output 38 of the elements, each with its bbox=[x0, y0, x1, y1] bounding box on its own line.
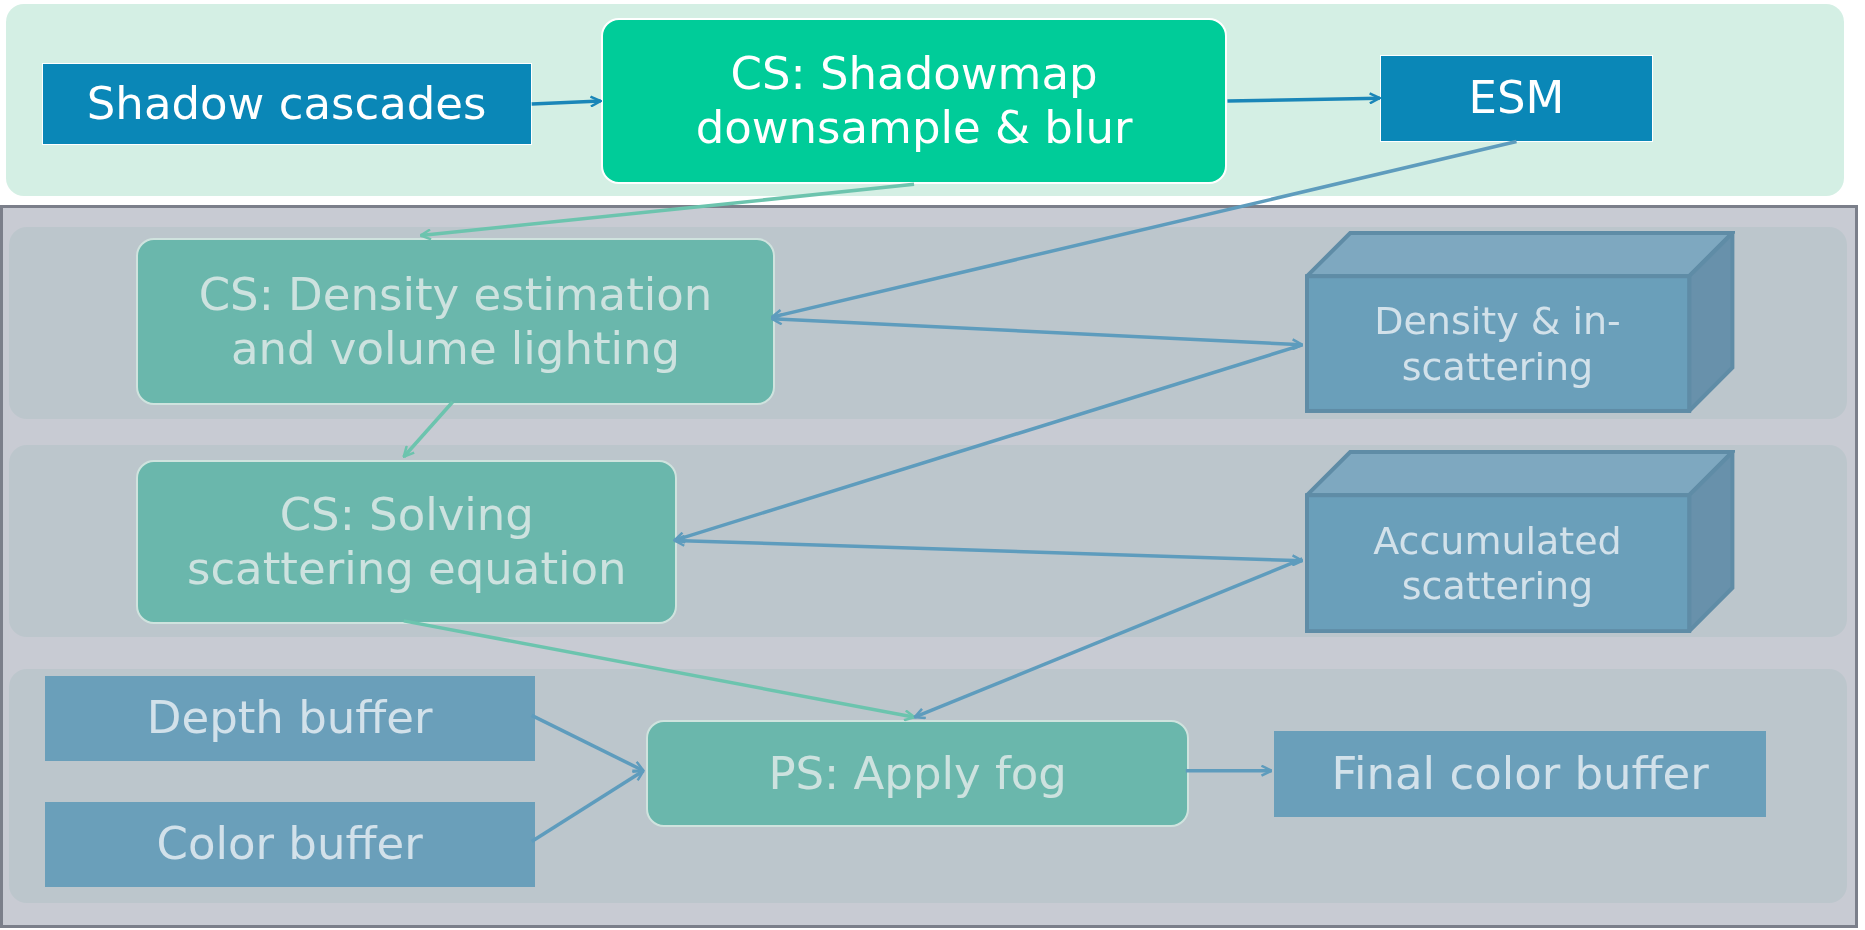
arrow bbox=[673, 343, 1303, 544]
box-label: Color buffer bbox=[155, 817, 424, 872]
box-label: CS: Solving scattering equation bbox=[185, 487, 628, 596]
box-label: Shadow cascades bbox=[85, 77, 488, 132]
band-panel bbox=[8, 445, 1847, 637]
box-label: ESM bbox=[1467, 71, 1566, 126]
box-label: Depth buffer bbox=[145, 691, 434, 746]
arrow bbox=[913, 557, 1304, 720]
process-box bbox=[646, 720, 1189, 828]
arrow bbox=[770, 139, 1517, 321]
buffer-box bbox=[1274, 730, 1766, 817]
buffer-box bbox=[44, 676, 535, 761]
box-label: Final color buffer bbox=[1330, 746, 1710, 801]
box-label: Density & in-scattering bbox=[1373, 299, 1622, 391]
arrow bbox=[530, 769, 645, 843]
arrow bbox=[1185, 764, 1273, 777]
box-label: Accumulated scattering bbox=[1372, 518, 1623, 610]
arrow bbox=[530, 713, 645, 773]
process-box bbox=[600, 17, 1228, 185]
buffer-box bbox=[41, 63, 532, 146]
band-panel bbox=[8, 226, 1847, 420]
box-label: CS: Density estimation and volume lighting bbox=[197, 267, 714, 376]
double-arrow bbox=[770, 313, 1304, 351]
box-label: PS: Apply fog bbox=[767, 746, 1068, 801]
frame-panel bbox=[0, 204, 1858, 928]
arrow bbox=[402, 400, 454, 458]
process-box bbox=[136, 459, 678, 624]
band-panel bbox=[5, 3, 1844, 197]
arrow bbox=[1227, 92, 1381, 105]
box-label: CS: Shadowmap downsample & blur bbox=[694, 47, 1134, 156]
double-arrow bbox=[673, 534, 1304, 567]
arrow bbox=[403, 619, 916, 722]
band-panel bbox=[8, 669, 1847, 904]
buffer-box bbox=[1379, 54, 1654, 142]
arrow bbox=[531, 95, 602, 108]
arrow bbox=[419, 182, 915, 241]
process-box bbox=[136, 238, 775, 405]
buffer-box bbox=[44, 802, 535, 887]
